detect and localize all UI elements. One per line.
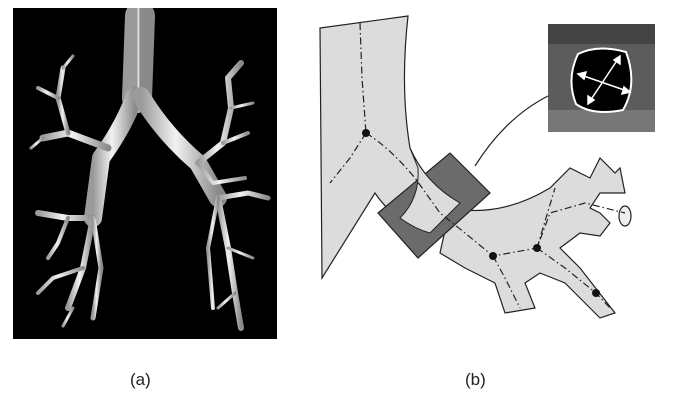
airway-tree-render-panel [13, 8, 277, 339]
caption-a: (a) [130, 370, 151, 390]
airway-tree-icon [13, 8, 277, 339]
cross-section-inset [548, 24, 655, 132]
cross-section-diameters-icon [548, 24, 655, 132]
caption-b: (b) [465, 370, 486, 390]
